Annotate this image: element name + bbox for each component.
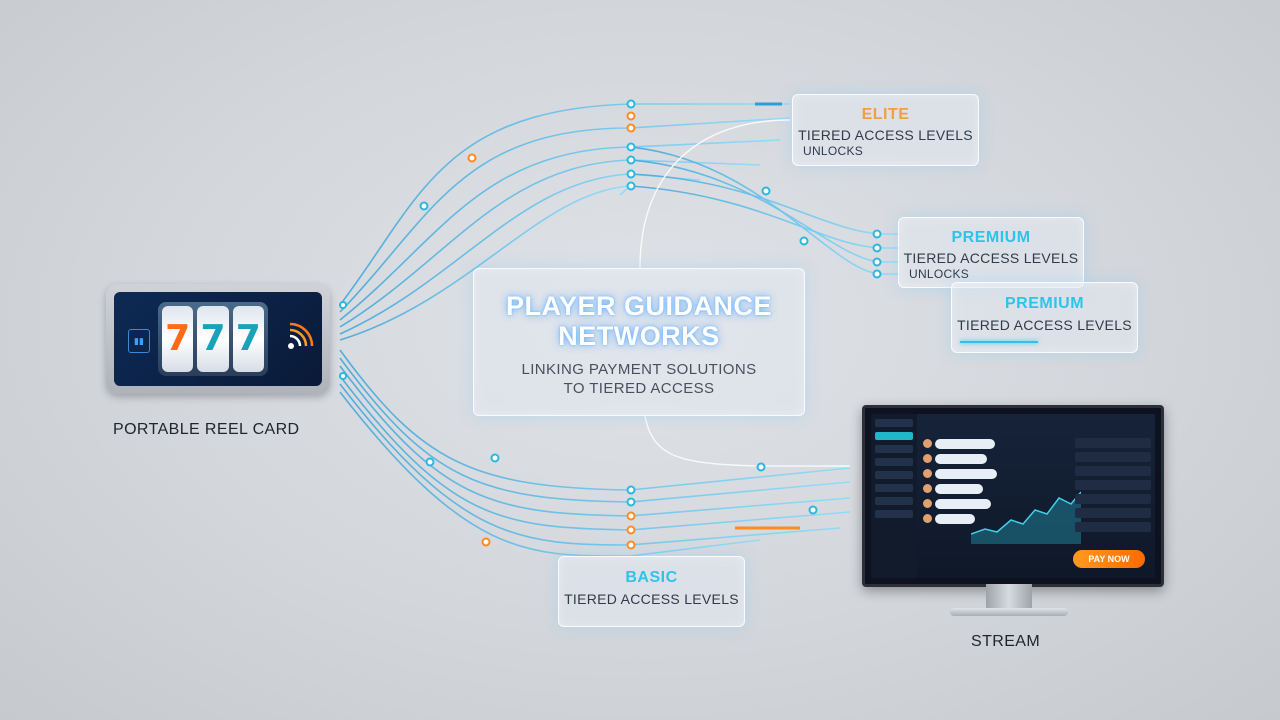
node-17: [339, 372, 347, 380]
tier-box-premium-2: PREMIUM TIERED ACCESS LEVELS: [951, 282, 1138, 353]
stream-chat: [923, 434, 1011, 548]
line-up-5: [339, 173, 701, 335]
line-down-1: [339, 349, 851, 491]
line-mid-1: [629, 173, 900, 235]
node-18: [425, 457, 435, 467]
stream-label: STREAM: [971, 633, 1041, 650]
tier-box-premium-1: PREMIUM TIERED ACCESS LEVELS UNLOCKS: [898, 217, 1084, 288]
node-6: [626, 169, 636, 179]
line-up-2: [339, 117, 791, 313]
node-20: [481, 537, 491, 547]
node-14: [872, 257, 882, 267]
tier-box-elite: ELITE TIERED ACCESS LEVELS UNLOCKS: [792, 94, 979, 166]
tier-elite-title: ELITE: [861, 106, 910, 123]
node-7: [626, 181, 636, 191]
tier-premium2-title: PREMIUM: [1004, 295, 1085, 312]
node-8: [467, 153, 477, 163]
reel-3: 7: [232, 306, 264, 372]
line-mid-2: [629, 185, 900, 249]
stream-screen: PAY NOW: [871, 414, 1155, 578]
slot-reel-icon: 7 7 7: [158, 302, 268, 376]
tier-basic-title: BASIC: [625, 569, 678, 586]
node-1: [626, 99, 636, 109]
line-mid-3: [629, 159, 900, 263]
center-title-line2: NETWORKS: [558, 321, 720, 351]
tier-premium1-subtitle: TIERED ACCESS LEVELS: [903, 250, 1079, 266]
node-16: [339, 301, 347, 309]
tier-basic-subtitle: TIERED ACCESS LEVELS: [564, 591, 739, 607]
node-15: [872, 269, 882, 279]
portable-reel-card-label: PORTABLE REEL CARD: [113, 421, 300, 438]
node-9: [419, 201, 429, 211]
center-title-line1: PLAYER GUIDANCE: [505, 291, 773, 321]
tier-box-basic: BASIC TIERED ACCESS LEVELS: [558, 556, 745, 627]
node-26: [756, 462, 766, 472]
reel-2: 7: [197, 306, 229, 372]
line-down-5: [339, 383, 841, 546]
line-up-6: [339, 185, 633, 341]
center-network-box: PLAYER GUIDANCE NETWORKS LINKING PAYMENT…: [473, 268, 805, 416]
line-down-2: [339, 357, 851, 503]
pay-now-button[interactable]: PAY NOW: [1073, 550, 1145, 568]
tier-premium2-subtitle: TIERED ACCESS LEVELS: [957, 317, 1132, 333]
portable-reel-card-device: ▮▮ 7 7 7: [106, 284, 330, 394]
reel-symbol-1: 7: [165, 318, 191, 359]
line-down-3: [339, 365, 851, 517]
line-up-4: [339, 159, 761, 328]
line-up-1: [339, 103, 790, 306]
node-21: [626, 485, 636, 495]
node-2: [626, 111, 636, 121]
tier-elite-subtitle: TIERED ACCESS LEVELS: [798, 127, 973, 143]
node-11: [799, 236, 809, 246]
node-12: [872, 229, 882, 239]
reel-1: 7: [162, 306, 194, 372]
stream-side-panel: [1075, 434, 1151, 542]
stream-chart: [971, 491, 1081, 544]
stream-monitor: PAY NOW: [862, 405, 1164, 587]
line-down-6: [339, 391, 761, 557]
line-up-3: [339, 139, 781, 321]
node-24: [626, 525, 636, 535]
premium2-accent-bar: [960, 341, 1038, 343]
card-chip-icon: ▮▮: [128, 329, 150, 353]
phone-screen: ▮▮ 7 7 7: [114, 292, 322, 386]
line-center-up: [639, 119, 791, 269]
line-center-down: [644, 415, 851, 467]
line-down-4: [339, 375, 851, 531]
wireless-signal-icon: [288, 322, 314, 349]
node-10: [761, 186, 771, 196]
tier-premium1-note: UNLOCKS: [909, 267, 970, 281]
node-5: [626, 155, 636, 165]
node-27: [808, 505, 818, 515]
node-3: [626, 123, 636, 133]
node-13: [872, 243, 882, 253]
reel-symbol-3: 7: [235, 318, 261, 359]
node-25: [626, 540, 636, 550]
node-19: [490, 453, 500, 463]
monitor-stand-neck: [986, 584, 1032, 610]
node-22: [626, 497, 636, 507]
reel-symbol-2: 7: [200, 318, 226, 359]
node-4: [626, 142, 636, 152]
nodes: [339, 99, 882, 550]
tier-premium1-title: PREMIUM: [951, 229, 1031, 246]
tier-elite-note: UNLOCKS: [803, 144, 864, 158]
center-subtitle-line1: LINKING PAYMENT SOLUTIONS: [521, 361, 757, 378]
center-subtitle-line2: TO TIERED ACCESS: [563, 380, 715, 397]
monitor-stand-base: [950, 608, 1068, 616]
stream-sidebar: [871, 414, 917, 578]
node-23: [626, 511, 636, 521]
